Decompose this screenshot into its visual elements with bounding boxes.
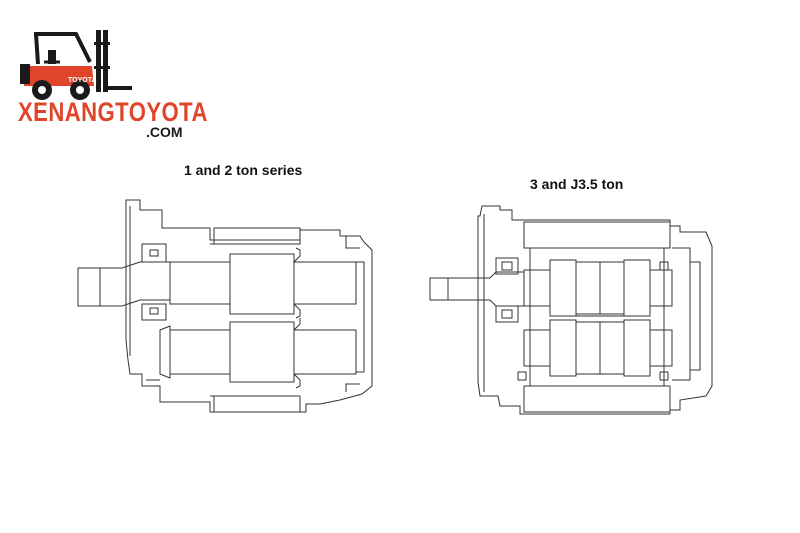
left-pump-drawing: [77, 199, 373, 413]
brand-name: XENANGTOYOTA: [18, 97, 208, 127]
diagram-caption-right: 3 and J3.5 ton: [530, 176, 624, 192]
brand-domain: .COM: [146, 124, 183, 140]
logo-badge-text: TOYOTA: [68, 77, 97, 84]
logo-badge: TOYOTA: [68, 77, 97, 84]
diagram-caption-left: 1 and 2 ton series: [184, 162, 303, 178]
right-pump-drawing: [429, 205, 713, 415]
forklift-logo-icon: [20, 30, 132, 100]
